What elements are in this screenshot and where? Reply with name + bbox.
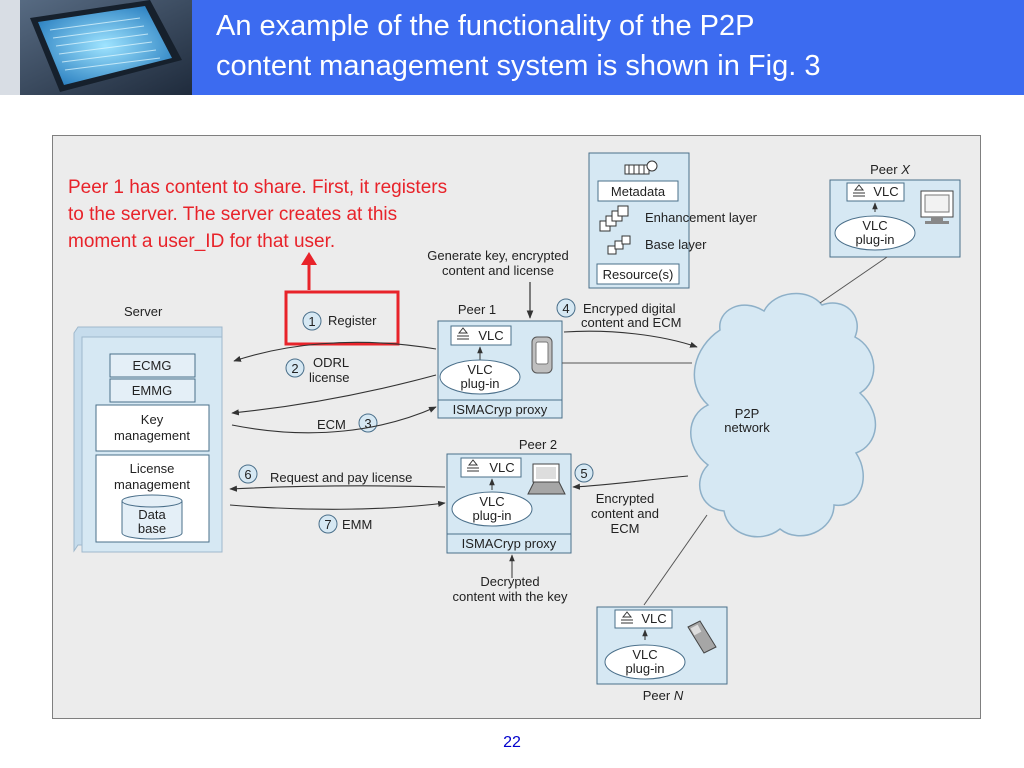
svg-text:management: management: [114, 428, 190, 443]
svg-text:Encrypted: Encrypted: [596, 491, 655, 506]
pda-device-icon: [531, 336, 553, 374]
database-icon: [121, 494, 183, 540]
svg-text:EMM: EMM: [342, 517, 372, 532]
svg-text:plug-in: plug-in: [625, 661, 664, 676]
slide-title-line-1: An example of the functionality of the P…: [216, 10, 755, 42]
step-3-ecm: ECM 3: [317, 413, 378, 433]
base-layer-label: Base layer: [645, 237, 707, 252]
peern-network-link: [643, 514, 708, 606]
svg-text:4: 4: [562, 301, 569, 316]
monitor-thumbnail-image: [0, 0, 192, 95]
peerx-plugin: [834, 215, 916, 251]
svg-text:Encryped digital: Encryped digital: [583, 301, 676, 316]
network-label-line-1: P2P: [735, 406, 760, 421]
p2p-system-diagram: Peer 1 has content to share. First, it r…: [52, 135, 981, 719]
svg-text:License: License: [130, 461, 175, 476]
svg-text:license: license: [309, 370, 349, 385]
svg-text:VLC: VLC: [632, 647, 657, 662]
svg-text:ECM: ECM: [317, 417, 346, 432]
svg-text:ISMACryp proxy: ISMACryp proxy: [453, 402, 548, 417]
svg-text:5: 5: [580, 466, 587, 481]
key-management-box: [95, 404, 210, 452]
decrypted-line-1: Decrypted: [480, 574, 539, 589]
peer2-plugin: [451, 491, 533, 527]
svg-text:Key: Key: [141, 412, 164, 427]
svg-text:ISMACryp proxy: ISMACryp proxy: [462, 536, 557, 551]
svg-text:VLC: VLC: [873, 184, 898, 199]
laptop-icon: [527, 463, 566, 495]
film-reel-icon: [624, 160, 658, 175]
svg-text:VLC: VLC: [641, 611, 666, 626]
enhancement-layer-label: Enhancement layer: [645, 210, 758, 225]
metadata-label: Metadata: [611, 184, 666, 199]
slide-header: An example of the functionality of the P…: [0, 0, 1024, 95]
svg-text:management: management: [114, 477, 190, 492]
step-7-emm: 7 EMM: [318, 514, 372, 534]
server-box: ECMG EMMG Key management License managem…: [73, 326, 223, 553]
svg-text:VLC: VLC: [862, 218, 887, 233]
peer2-label: Peer 2: [519, 437, 557, 452]
peerx-box: VLC VLC plug-in: [829, 179, 961, 258]
svg-text:6: 6: [244, 467, 251, 482]
svg-text:ECM: ECM: [611, 521, 640, 536]
svg-text:EMMG: EMMG: [132, 383, 172, 398]
peern-box: VLC VLC plug-in: [596, 606, 728, 685]
server-title: Server: [124, 304, 163, 319]
peern-label: Peer N: [643, 688, 684, 703]
mobile-phone-icon: [687, 620, 717, 654]
svg-text:Request and pay license: Request and pay license: [270, 470, 412, 485]
svg-text:VLC: VLC: [467, 362, 492, 377]
svg-text:content and: content and: [591, 506, 659, 521]
step-4-encrypted-content: 4 Encryped digital content and ECM: [556, 298, 681, 330]
peern-plugin: [604, 644, 686, 680]
peerx-network-link: [819, 256, 888, 304]
annotation-line-2: to the server. The server creates at thi…: [68, 204, 397, 225]
svg-text:1: 1: [308, 314, 315, 329]
svg-text:Register: Register: [328, 313, 377, 328]
svg-text:plug-in: plug-in: [460, 376, 499, 391]
svg-text:ECMG: ECMG: [133, 358, 172, 373]
annotation-text: Peer 1 has content to share. First, it r…: [68, 177, 447, 252]
svg-text:ODRL: ODRL: [313, 355, 349, 370]
step-6-request-license: 6 Request and pay license: [238, 464, 412, 485]
svg-text:Data: Data: [138, 507, 166, 522]
slide-title-line-2: content management system is shown in Fi…: [216, 50, 821, 82]
svg-text:content and ECM: content and ECM: [581, 315, 681, 330]
peer2-box: VLC VLC plug-in ISMACryp proxy: [446, 453, 572, 554]
enhancement-layer-icon: [599, 205, 629, 232]
desktop-monitor-icon: [920, 190, 954, 224]
decrypted-line-2: content with the key: [453, 589, 568, 604]
p2p-network-cloud: P2P network: [690, 292, 877, 538]
ecmg-box: [109, 353, 196, 378]
base-layer-icon: [607, 235, 631, 255]
network-label-line-2: network: [724, 420, 770, 435]
svg-text:VLC: VLC: [489, 460, 514, 475]
resources-label: Resource(s): [603, 267, 674, 282]
peer1-label: Peer 1: [458, 302, 496, 317]
svg-text:plug-in: plug-in: [855, 232, 894, 247]
peer1-plugin: [439, 359, 521, 395]
register-highlight-box: [284, 290, 400, 346]
svg-text:plug-in: plug-in: [472, 508, 511, 523]
svg-text:VLC: VLC: [478, 328, 503, 343]
step-1-register: 1 Register: [302, 311, 377, 331]
svg-text:7: 7: [324, 517, 331, 532]
svg-text:base: base: [138, 521, 166, 536]
generate-key-line-2: content and license: [442, 263, 554, 278]
svg-text:2: 2: [291, 361, 298, 376]
peerx-label: Peer X: [870, 162, 911, 177]
annotation-line-1: Peer 1 has content to share. First, it r…: [68, 177, 447, 198]
annotation-line-3: moment a user_ID for that user.: [68, 231, 335, 252]
svg-text:3: 3: [364, 416, 371, 431]
peer1-box: VLC VLC plug-in ISMACryp proxy: [437, 320, 563, 419]
generate-key-line-1: Generate key, encrypted: [427, 248, 568, 263]
metadata-box: Metadata Enhancement layer Base layer Re…: [588, 152, 758, 289]
emmg-box: [109, 378, 196, 403]
step-2-odrl-license: 2 ODRL license: [285, 355, 349, 385]
svg-text:VLC: VLC: [479, 494, 504, 509]
slide-title: An example of the functionality of the P…: [216, 6, 1006, 86]
page-number: 22: [503, 734, 521, 751]
step-5-encrypted-content: 5 Encrypted content and ECM: [574, 463, 659, 536]
